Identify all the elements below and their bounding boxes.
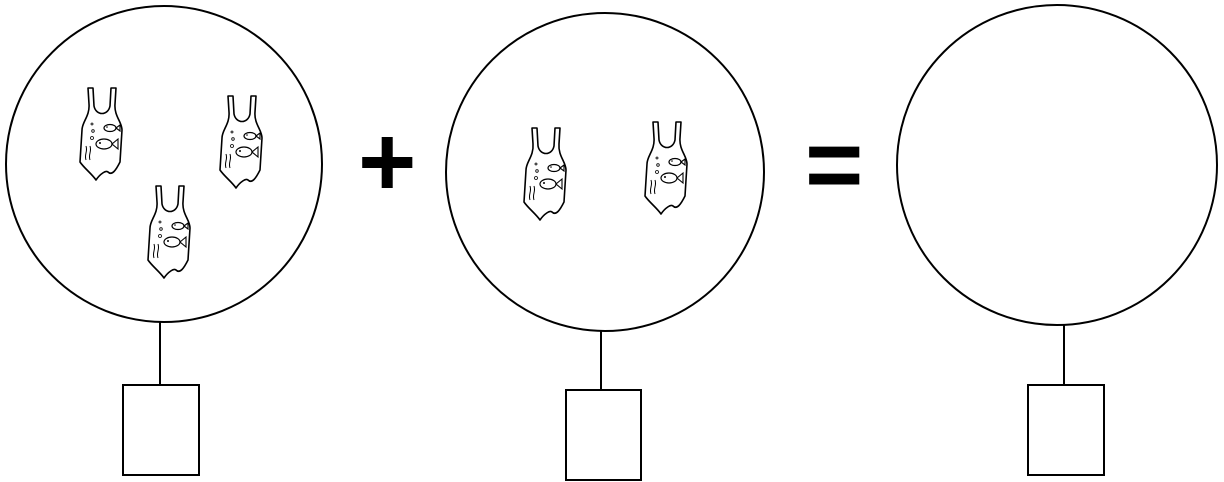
- plus-sign: +: [358, 112, 416, 212]
- group-circle: [446, 13, 764, 331]
- swimsuit-with-fish-icon: [148, 186, 190, 278]
- group-result: [897, 5, 1217, 475]
- answer-box[interactable]: [566, 390, 641, 480]
- answer-box[interactable]: [123, 385, 199, 475]
- equals-sign: =: [805, 115, 863, 215]
- answer-box[interactable]: [1028, 385, 1104, 475]
- group-circle: [897, 5, 1217, 325]
- swimsuit-with-fish-icon: [524, 128, 566, 220]
- group-middle: [446, 13, 764, 480]
- group-left: [6, 6, 322, 475]
- swimsuit-with-fish-icon: [80, 88, 122, 180]
- swimsuit-with-fish-icon: [645, 122, 687, 214]
- swimsuit-with-fish-icon: [220, 96, 262, 188]
